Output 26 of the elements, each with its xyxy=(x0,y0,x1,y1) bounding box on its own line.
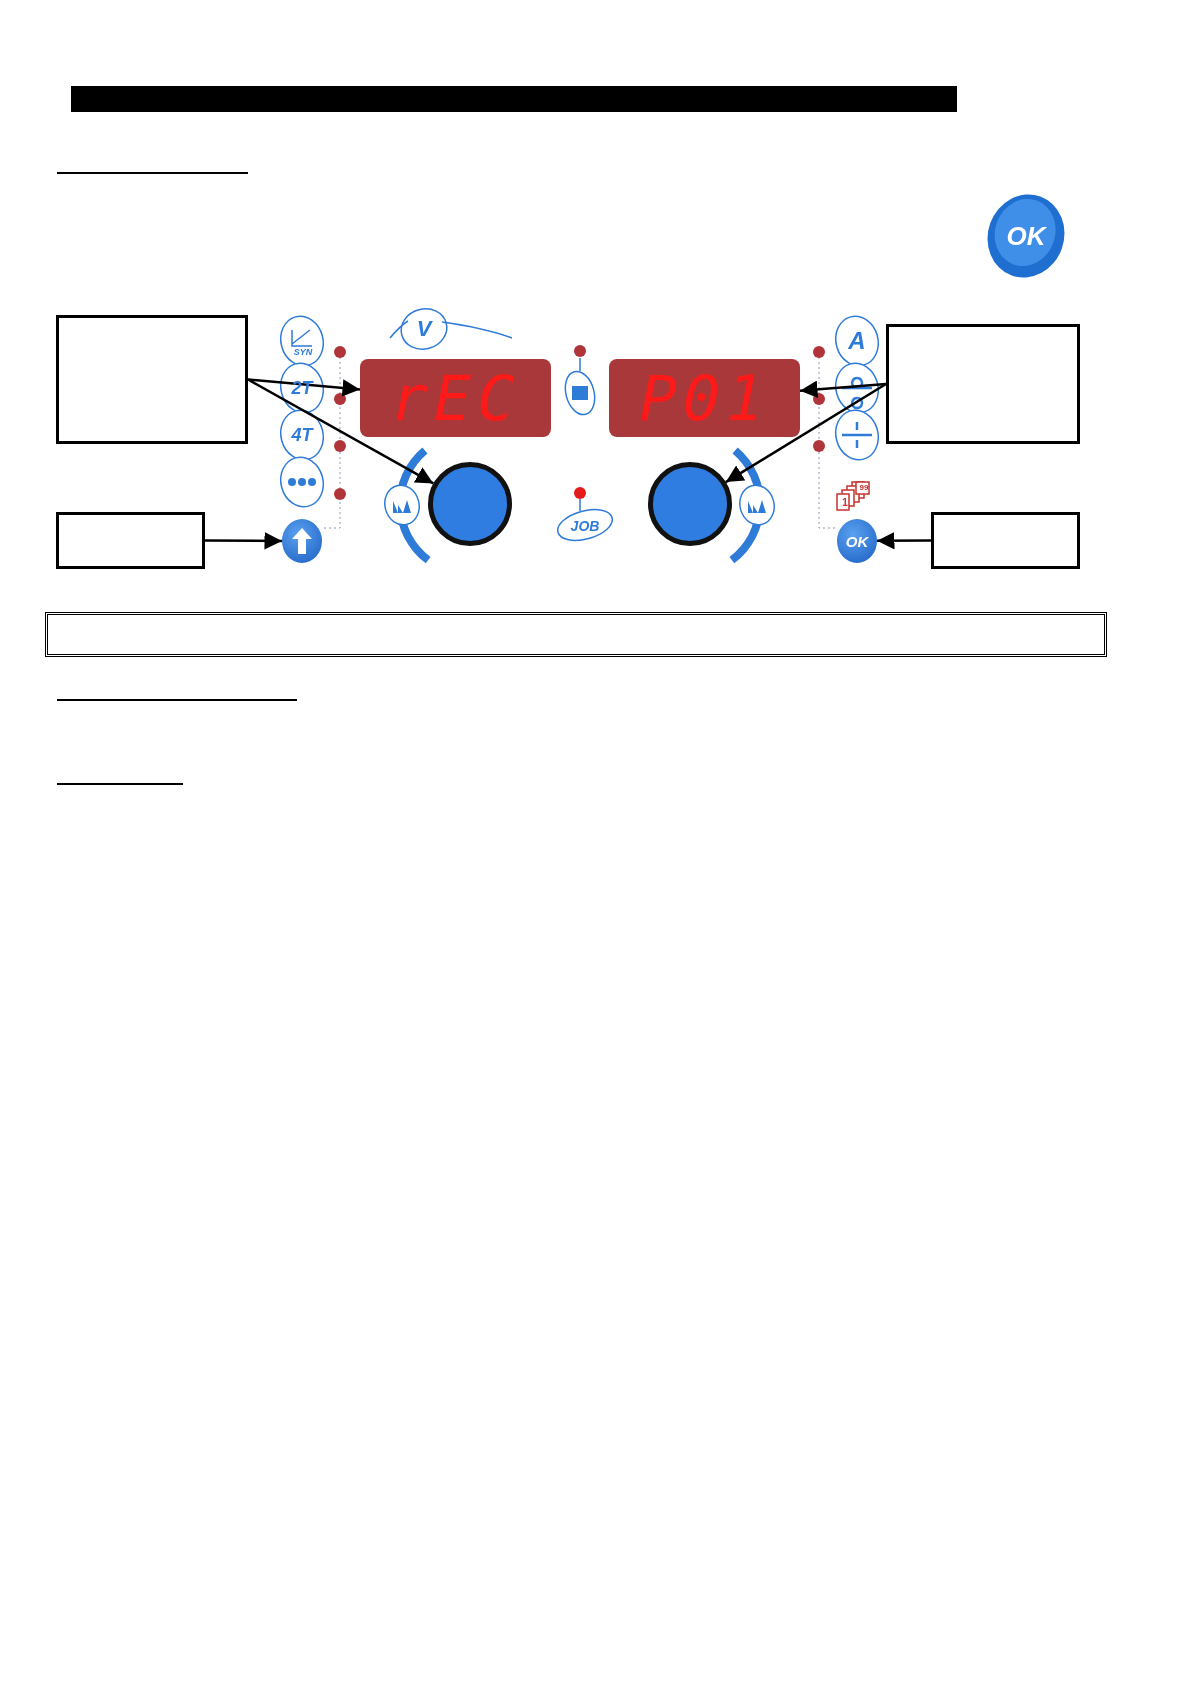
display-readout: P01 xyxy=(639,361,770,435)
display-readout: rEC xyxy=(390,361,521,435)
icon-label: 99 xyxy=(859,484,869,492)
led-display xyxy=(609,359,800,437)
icon-label: SYN xyxy=(293,347,313,357)
framed-banner xyxy=(45,612,1107,657)
icon-label: A xyxy=(848,329,866,353)
ok-button xyxy=(837,519,877,563)
icon-label: 4T xyxy=(291,426,313,444)
button-label: OK xyxy=(845,532,869,550)
icon-label: OK xyxy=(1006,223,1046,249)
led-display xyxy=(360,359,551,437)
icon-label: V xyxy=(416,318,432,340)
arrow xyxy=(877,532,931,550)
heading-bar xyxy=(71,86,957,112)
icon-label: JOB xyxy=(570,519,600,533)
arrow xyxy=(725,382,887,484)
arrow xyxy=(247,378,434,485)
callout-box xyxy=(931,512,1080,569)
up-button xyxy=(282,519,322,563)
callout-box xyxy=(56,512,205,569)
callout-box xyxy=(56,315,248,444)
callout-box xyxy=(886,324,1080,444)
arrow xyxy=(799,380,887,398)
arrow xyxy=(205,532,282,550)
icon-label: 1 xyxy=(842,498,848,508)
